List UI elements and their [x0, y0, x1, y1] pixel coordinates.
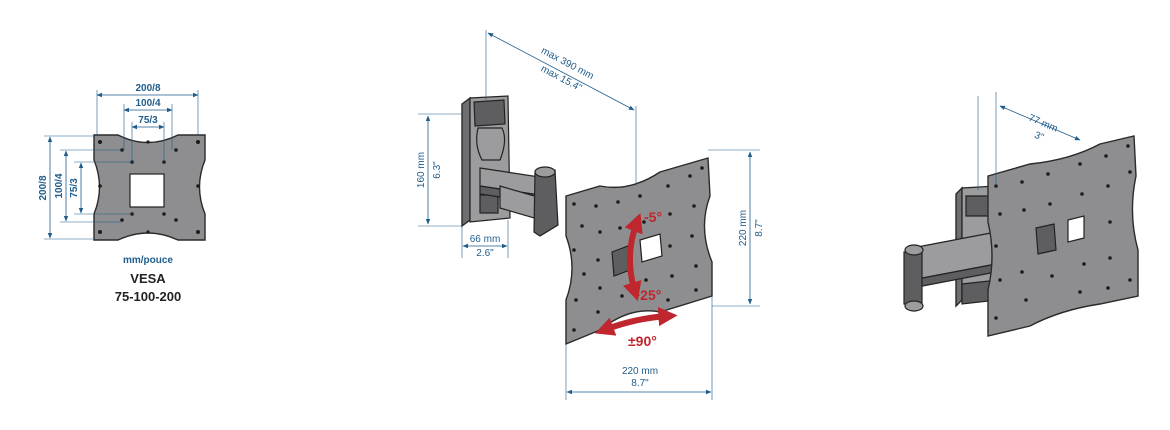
front-view: -5° +25° ±90° max 390 mm max 15.4" 160 m…	[416, 30, 765, 400]
vesa-mounting-holes	[98, 140, 200, 234]
vesa-width-100: 100/4	[135, 98, 160, 109]
plate-width-inch: 8.7"	[631, 378, 649, 389]
tilt-up-angle: -5°	[644, 209, 662, 225]
swivel-angle: ±90°	[628, 333, 657, 349]
vesa-center-window	[129, 173, 165, 208]
vesa-width-75: 75/3	[138, 115, 158, 126]
side-tv-plate	[987, 135, 1139, 337]
plate-height-mm: 220 mm	[738, 210, 749, 246]
depth-min-mm: 66 mm	[470, 234, 501, 245]
dim-line-side-depth	[999, 105, 1081, 141]
depth-min-inch: 2.6"	[476, 248, 494, 259]
tilt-arrow	[623, 213, 643, 302]
bracket-height-mm: 160 mm	[416, 152, 427, 188]
wall-bracket-side	[461, 96, 471, 228]
side-view: 77 mm 3"	[903, 92, 1139, 337]
side-depth-inch: 3"	[1033, 130, 1046, 144]
side-tv-plate-holes	[994, 144, 1132, 320]
vesa-panel: 200/8 100/4 75/3 200/8 100/4 75/3 mm/pou…	[38, 83, 206, 304]
units-label: mm/pouce	[123, 255, 173, 266]
vesa-title: VESA	[130, 271, 166, 286]
tilt-down-angle: +25°	[632, 287, 661, 303]
vesa-sizes: 75-100-200	[115, 289, 182, 304]
vesa-height-100: 100/4	[54, 173, 65, 198]
plate-height-inch: 8.7"	[754, 219, 765, 237]
tv-plate-holes	[572, 166, 704, 332]
plate-width-mm: 220 mm	[622, 366, 658, 377]
bracket-height-inch: 6.3"	[432, 161, 443, 179]
vesa-height-200: 200/8	[38, 175, 49, 200]
tv-plate	[565, 157, 713, 346]
swivel-arrow	[595, 307, 678, 336]
vesa-width-200: 200/8	[135, 83, 160, 94]
vesa-height-75: 75/3	[69, 178, 80, 198]
dim-line-reach	[487, 32, 635, 111]
